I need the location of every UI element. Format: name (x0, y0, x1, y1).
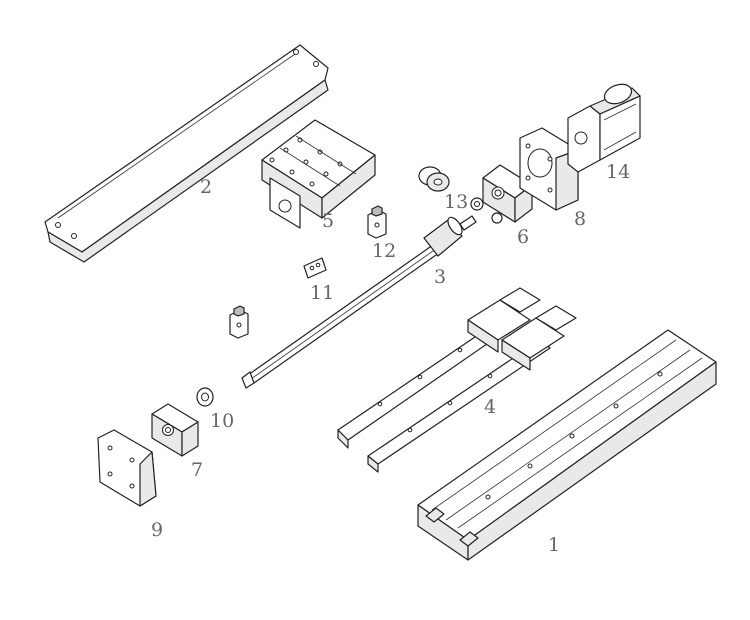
label-part-1: 1 (548, 534, 561, 556)
part-4-linear-guides (337, 287, 577, 473)
part-3-ball-screw (241, 215, 477, 389)
label-part-10: 10 (210, 410, 235, 432)
label-part-6: 6 (517, 226, 530, 248)
label-part-4: 4 (484, 396, 497, 418)
label-part-5: 5 (322, 210, 335, 232)
part-10-bearing (196, 387, 214, 407)
part-6-bearing-block (482, 164, 533, 223)
part-11-plate (303, 257, 327, 279)
label-part-3: 3 (434, 266, 447, 288)
label-part-14: 14 (606, 161, 631, 183)
label-part-12: 12 (372, 240, 397, 262)
label-part-9: 9 (151, 519, 164, 541)
screw-limit-bracket (229, 305, 249, 339)
part-7-end-block (151, 403, 199, 457)
part-5-carriage-table (261, 119, 376, 229)
label-part-11: 11 (310, 282, 335, 304)
part-2-cover-plate (44, 44, 329, 263)
part-13-coupling (418, 166, 503, 224)
part-12-bracket (367, 205, 387, 239)
part-1-base-profile (417, 329, 717, 561)
part-9-end-plate (97, 429, 157, 507)
label-part-2: 2 (200, 176, 213, 198)
label-part-8: 8 (574, 208, 587, 230)
label-part-13: 13 (444, 191, 469, 213)
label-part-7: 7 (191, 459, 204, 481)
part-14-servo-motor (567, 83, 641, 173)
